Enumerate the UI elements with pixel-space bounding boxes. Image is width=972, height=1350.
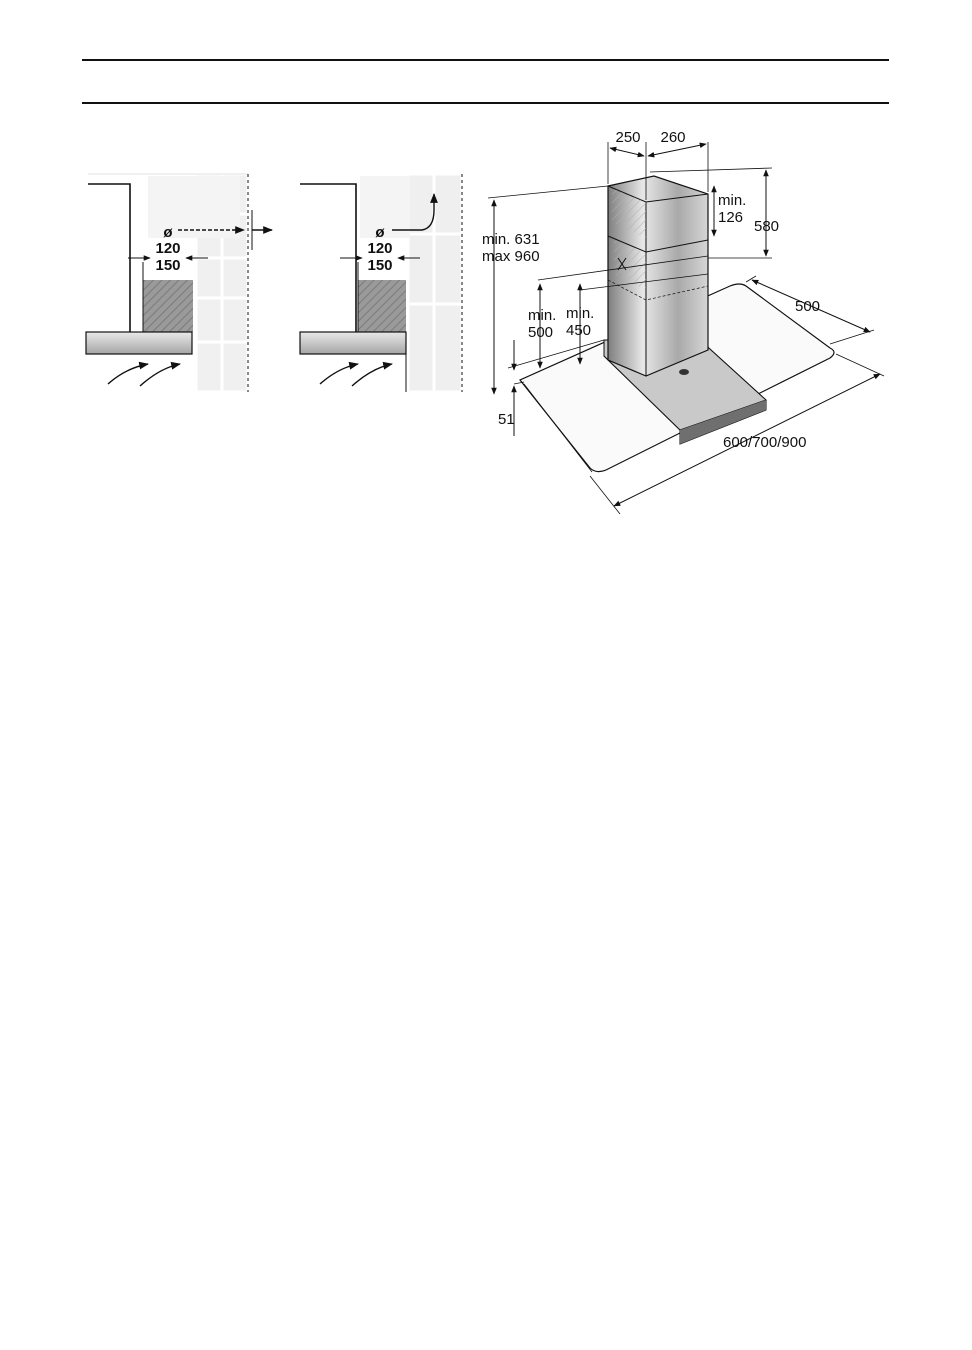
dim-150-label-1: 150 xyxy=(155,257,180,274)
diameter-label-1: ø xyxy=(163,224,173,241)
dim-120-label-1: 120 xyxy=(155,240,180,257)
wall-tiles-2 xyxy=(408,174,462,392)
dim-580-label: 580 xyxy=(754,218,779,235)
min-450-label: min.450 xyxy=(566,305,594,339)
dim-250-label: 250 xyxy=(615,129,640,146)
diameter-label-2: ø xyxy=(375,224,385,241)
wall-outlet-diagram-top: ø 120 150 xyxy=(300,174,462,392)
dim-500-label: 500 xyxy=(795,298,820,315)
dim-260-label: 260 xyxy=(660,129,685,146)
wall-outlet-diagram-side: ø 120 150 xyxy=(86,174,272,392)
min-126-label: min.126 xyxy=(718,192,746,226)
dim-120-label-2: 120 xyxy=(367,240,392,257)
dim-51-label: 51 xyxy=(498,411,515,428)
light-icon xyxy=(679,369,689,375)
width-options-label: 600/700/900 xyxy=(723,434,806,451)
min-500-label: min.500 xyxy=(528,307,556,341)
dim-150-label-2: 150 xyxy=(367,257,392,274)
